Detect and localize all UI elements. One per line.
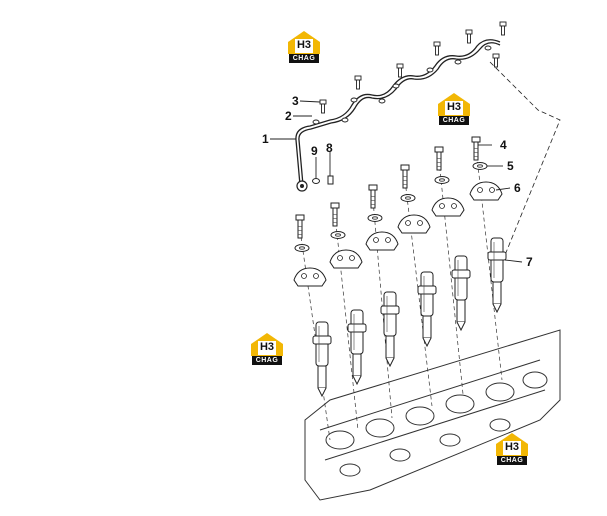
callout-8: 8	[326, 141, 333, 155]
callout-7: 7	[526, 255, 533, 269]
brand-logo-watermark: H3 CHAG	[286, 30, 322, 64]
logo-text: CHAG	[252, 356, 282, 365]
house-logo-icon	[438, 93, 470, 116]
logo-text: CHAG	[497, 456, 527, 465]
brand-logo-watermark: H3 CHAG	[494, 432, 530, 466]
callout-4: 4	[500, 138, 507, 152]
dashed-guide-rail	[489, 61, 561, 256]
callout-6: 6	[514, 181, 521, 195]
logo-text: CHAG	[289, 54, 319, 63]
house-logo-icon	[496, 433, 528, 456]
injector-clamps	[293, 181, 503, 287]
logo-text: CHAG	[439, 116, 469, 125]
fuel-return-pipe	[295, 39, 501, 186]
house-logo-icon	[251, 333, 283, 356]
rail-banjo-bolts	[319, 21, 507, 114]
callout-5: 5	[507, 159, 514, 173]
logo-mark: H3	[504, 441, 520, 453]
callout-2: 2	[285, 109, 292, 123]
callout-3: 3	[292, 94, 299, 108]
callout-9: 9	[311, 144, 318, 158]
rail-sealing-washers	[312, 45, 492, 125]
callout-1: 1	[262, 132, 269, 146]
cylinder-head	[304, 329, 561, 501]
leader-lines	[270, 100, 523, 263]
house-logo-icon	[288, 31, 320, 54]
brand-logo-watermark: H3 CHAG	[436, 92, 472, 126]
pipe-fitting-end	[296, 180, 308, 192]
logo-mark: H3	[296, 39, 312, 51]
logo-mark: H3	[259, 341, 275, 353]
part-8-9	[312, 175, 334, 185]
brand-logo-watermark: H3 CHAG	[249, 332, 285, 366]
clamp-bolts	[295, 136, 481, 239]
logo-mark: H3	[446, 101, 462, 113]
